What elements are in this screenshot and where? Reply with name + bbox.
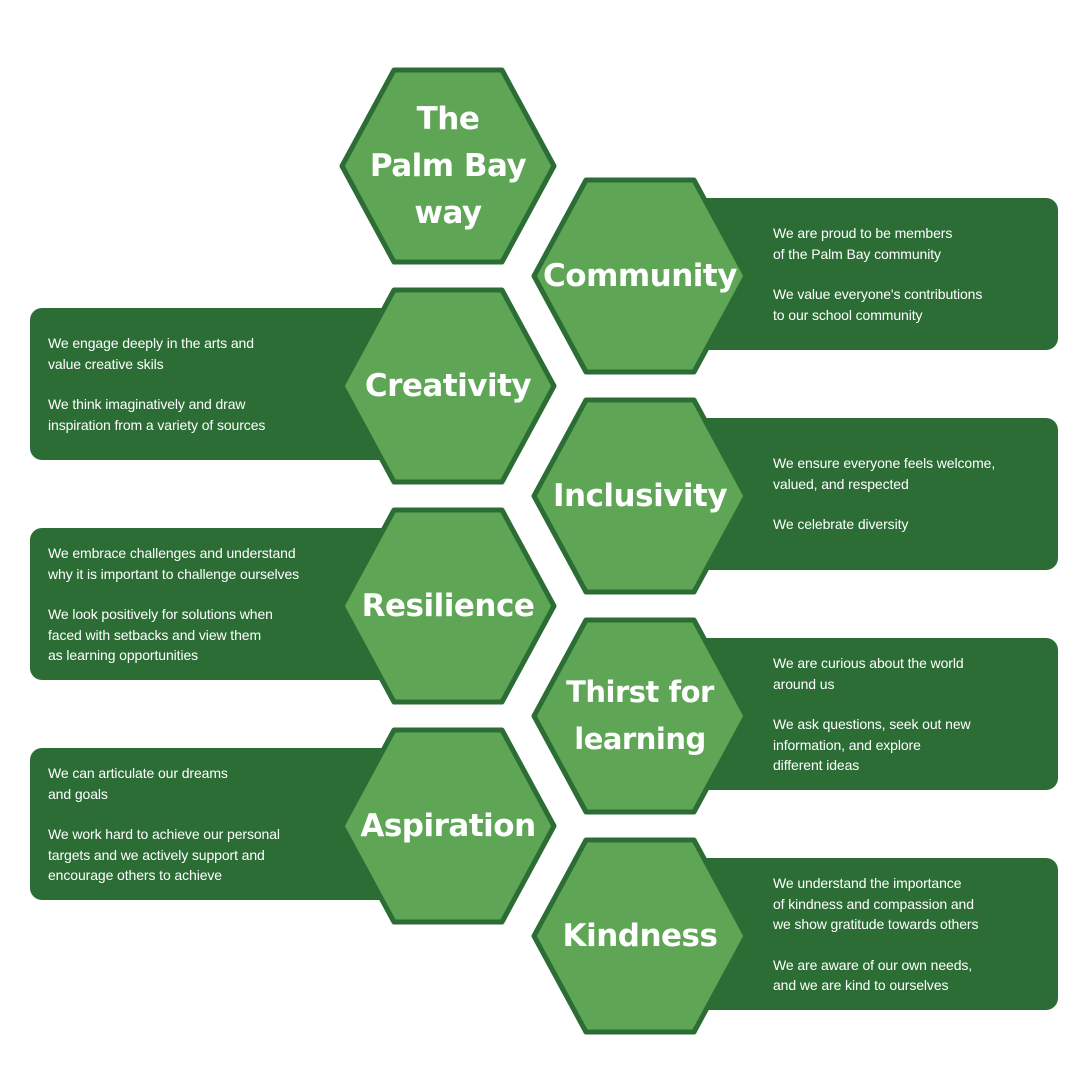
resilience-label: Resilience (361, 587, 535, 624)
description-line: We embrace challenges and understand why… (48, 545, 300, 582)
diagram-title: The Palm Bay way (369, 100, 527, 231)
description-line: We value everyone's contributions to our… (773, 286, 983, 323)
kindness-hexagon: Kindness (530, 836, 750, 1036)
creativity-label: Creativity (364, 367, 532, 404)
description-line: We understand the importance of kindness… (773, 875, 979, 932)
hexagon-shape (339, 727, 557, 925)
community-hexagon: Community (530, 176, 750, 376)
description-line: We look positively for solutions when fa… (48, 606, 273, 663)
aspiration-description: We can articulate our dreams and goals W… (48, 763, 348, 886)
description-line: We ask questions, seek out new informati… (773, 716, 971, 773)
thirst-for-learning-label: Thirst for learning (566, 675, 714, 756)
description-line: We are curious about the world around us (773, 655, 964, 692)
thirst-for-learning-hexagon: Thirst for learning (530, 616, 750, 816)
aspiration-hexagon: Aspiration (338, 726, 558, 926)
description-line: We ensure everyone feels welcome, valued… (773, 455, 996, 492)
hexagon-shape (339, 67, 557, 265)
community-description: We are proud to be members of the Palm B… (773, 223, 1053, 325)
resilience-hexagon: Resilience (338, 506, 558, 706)
kindness-description: We understand the importance of kindness… (773, 873, 1053, 996)
inclusivity-hexagon: Inclusivity (530, 396, 750, 596)
description-line: We think imaginatively and draw inspirat… (48, 396, 266, 433)
hexagon-shape (339, 287, 557, 485)
description-line: We are aware of our own needs, and we ar… (773, 956, 973, 994)
hexagon-shape (531, 617, 749, 815)
kindness-label: Kindness (562, 917, 718, 954)
inclusivity-label: Inclusivity (552, 477, 728, 514)
hexagon-shape (339, 507, 557, 705)
hexagon-shape (531, 837, 749, 1035)
hexagon-shape (531, 177, 749, 375)
inclusivity-description: We ensure everyone feels welcome, valued… (773, 453, 1053, 535)
community-label: Community (543, 257, 737, 294)
description-line: We are proud to be members of the Palm B… (773, 225, 953, 262)
aspiration-label: Aspiration (360, 807, 536, 844)
description-line: We celebrate diversity (773, 516, 909, 532)
resilience-description: We embrace challenges and understand why… (48, 543, 368, 666)
description-line: We can articulate our dreams and goals (48, 765, 228, 802)
description-line: We engage deeply in the arts and value c… (48, 335, 254, 372)
description-line: We work hard to achieve our personal tar… (48, 826, 280, 883)
creativity-hexagon: Creativity (338, 286, 558, 486)
creativity-description: We engage deeply in the arts and value c… (48, 333, 348, 435)
title-hexagon: The Palm Bay way (338, 66, 558, 266)
hexagon-shape (531, 397, 749, 595)
thirst-for-learning-description: We are curious about the world around us… (773, 653, 1053, 776)
